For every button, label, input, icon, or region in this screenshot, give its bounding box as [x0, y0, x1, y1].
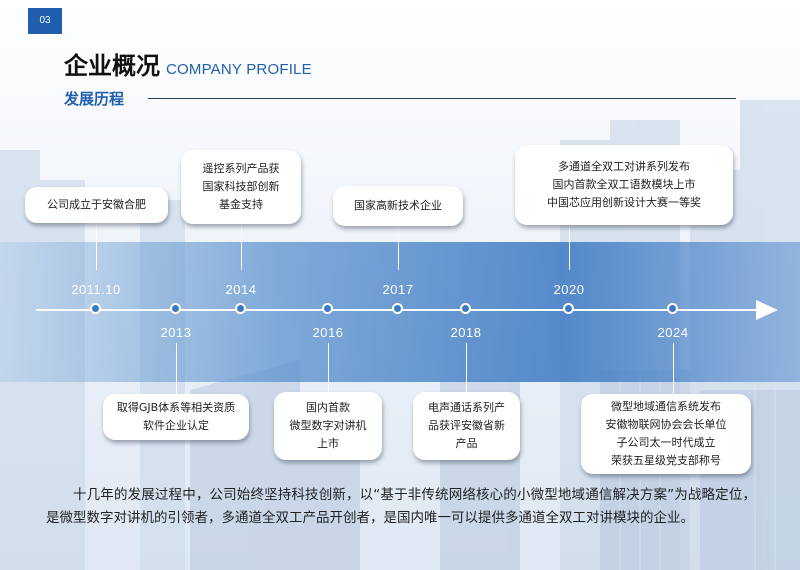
- event-text: 多通道全双工对讲系列发布: [558, 160, 690, 173]
- event-card-2011: 公司成立于安徽合肥: [25, 187, 168, 223]
- summary-paragraph: 十几年的发展过程中，公司始终坚持科技创新，以“基于非传统网络核心的小微型地域通信…: [46, 487, 756, 526]
- year-label-2018: 2018: [450, 325, 482, 340]
- event-text: 取得GJB体系等相关资质: [116, 401, 236, 414]
- year-label-2013: 2013: [160, 325, 192, 340]
- event-text: 产品: [455, 437, 478, 450]
- stem-2014: [241, 224, 242, 270]
- stem-2016: [328, 343, 329, 393]
- page-title: 企业概况 COMPANY PROFILE: [64, 46, 312, 81]
- event-text: 电声通话系列产: [428, 401, 505, 414]
- event-card-2018: 电声通话系列产 品获评安徽省新 产品: [413, 392, 520, 460]
- event-text: 国内首款: [306, 401, 350, 414]
- event-card-2014: 遥控系列产品获 国家科技部创新 基金支持: [181, 150, 301, 224]
- event-text: 上市: [317, 437, 339, 450]
- event-card-2016: 国内首款 微型数字对讲机 上市: [274, 392, 382, 460]
- timeline-node-2018: [460, 303, 471, 314]
- timeline-node-2017: [392, 303, 403, 314]
- event-text: 微型地域通信系统发布: [611, 400, 721, 413]
- stem-2024: [673, 343, 674, 395]
- event-text: 国家高新技术企业: [354, 199, 442, 212]
- event-text: 荣获五星级党支部称号: [611, 454, 721, 467]
- timeline-arrow-icon: [756, 300, 778, 320]
- event-text: 国内首款全双工语数模块上市: [552, 178, 696, 191]
- timeline-node-2020: [563, 303, 574, 314]
- year-label-2017: 2017: [382, 282, 414, 297]
- stem-2011: [96, 222, 97, 270]
- event-text: 基金支持: [219, 198, 263, 211]
- page-number-badge: 03: [28, 8, 62, 34]
- event-text: 微型数字对讲机: [289, 419, 367, 432]
- timeline-node-2011: [90, 303, 101, 314]
- event-card-2017: 国家高新技术企业: [333, 186, 463, 226]
- timeline-node-2013: [170, 303, 181, 314]
- event-text: 品获评安徽省新: [428, 419, 505, 432]
- title-chinese: 企业概况: [64, 52, 160, 80]
- event-card-2024: 微型地域通信系统发布 安徽物联网协会会长单位 子公司太一时代成立 荣获五星级党支…: [581, 394, 751, 474]
- subtitle-divider: [148, 98, 736, 99]
- event-text: 国家科技部创新: [202, 180, 280, 193]
- event-text: 子公司太一时代成立: [616, 436, 716, 449]
- timeline-node-2024: [667, 303, 678, 314]
- event-text: 中国芯应用创新设计大赛一等奖: [547, 196, 701, 209]
- title-english: COMPANY PROFILE: [166, 61, 312, 78]
- event-text: 公司成立于安徽合肥: [47, 198, 146, 211]
- event-text: 安徽物联网协会会长单位: [605, 418, 727, 431]
- stem-2020: [569, 224, 570, 270]
- event-card-2020: 多通道全双工对讲系列发布 国内首款全双工语数模块上市 中国芯应用创新设计大赛一等…: [515, 145, 733, 225]
- stem-2013: [176, 343, 177, 396]
- year-label-2014: 2014: [225, 282, 257, 297]
- event-text: 遥控系列产品获: [202, 162, 280, 175]
- event-card-2013: 取得GJB体系等相关资质 软件企业认定: [103, 394, 249, 440]
- section-subtitle: 发展历程: [64, 90, 125, 108]
- timeline-node-2014: [235, 303, 246, 314]
- event-text: 软件企业认定: [143, 419, 209, 432]
- year-label-2024: 2024: [657, 325, 689, 340]
- timeline-node-2016: [322, 303, 333, 314]
- stem-2017: [398, 226, 399, 270]
- year-label-2016: 2016: [312, 325, 344, 340]
- year-label-2011: 2011.10: [71, 282, 121, 297]
- stem-2018: [466, 343, 467, 393]
- year-label-2020: 2020: [553, 282, 585, 297]
